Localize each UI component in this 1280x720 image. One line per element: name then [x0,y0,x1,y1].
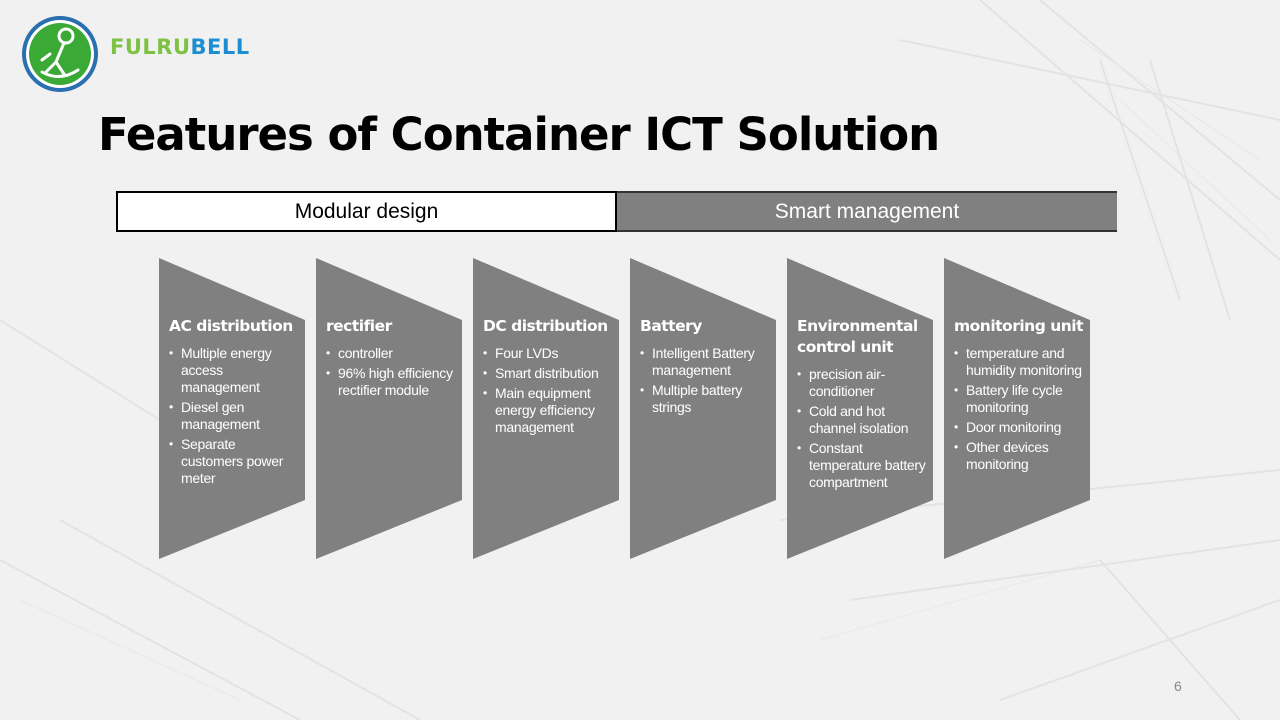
list-item: Diesel gen management [169,399,299,433]
list-item: Other devices monitoring [954,439,1084,473]
page-number: 6 [1174,678,1182,694]
list-item: controller [326,345,456,362]
category-smart-management: Smart management [617,191,1117,232]
panel-title: Battery [640,317,702,335]
slide-title: Features of Container ICT Solution [98,108,940,161]
brand-name-part2: BELL [190,35,250,59]
panel-title: rectifier [326,317,392,335]
list-item: Smart distribution [483,365,613,382]
panel-feature-list: Four LVDs Smart distribution Main equipm… [483,345,613,436]
panel-feature-list: temperature and humidity monitoring Batt… [954,345,1084,473]
brand-name-part1: FULRU [110,35,191,59]
category-modular-design: Modular design [116,191,617,232]
list-item: Four LVDs [483,345,613,362]
panel-title: DC distribution [483,317,608,335]
list-item: 96% high efficiency rectifier module [326,365,456,399]
panel-feature-list: controller 96% high efficiency rectifier… [326,345,456,399]
brand-name: FULRUBELL [110,33,250,61]
panel-title: monitoring unit [954,317,1083,335]
list-item: Multiple energy access management [169,345,299,396]
list-item: Separate customers power meter [169,436,299,487]
panel-feature-list: Intelligent Battery management Multiple … [640,345,770,416]
list-item: Intelligent Battery management [640,345,770,379]
list-item: Constant temperature battery compartment [797,440,927,491]
list-item: Cold and hot channel isolation [797,403,927,437]
fulrubell-logo [22,16,98,92]
list-item: Door monitoring [954,419,1084,436]
panel-title: Environmental control unit [797,317,918,356]
list-item: Multiple battery strings [640,382,770,416]
list-item: Battery life cycle monitoring [954,382,1084,416]
list-item: precision air-conditioner [797,366,927,400]
panel-feature-list: precision air-conditioner Cold and hot c… [797,366,927,491]
panel-title: AC distribution [169,317,293,335]
list-item: temperature and humidity monitoring [954,345,1084,379]
panel-feature-list: Multiple energy access management Diesel… [169,345,299,487]
list-item: Main equipment energy efficiency managem… [483,385,613,436]
